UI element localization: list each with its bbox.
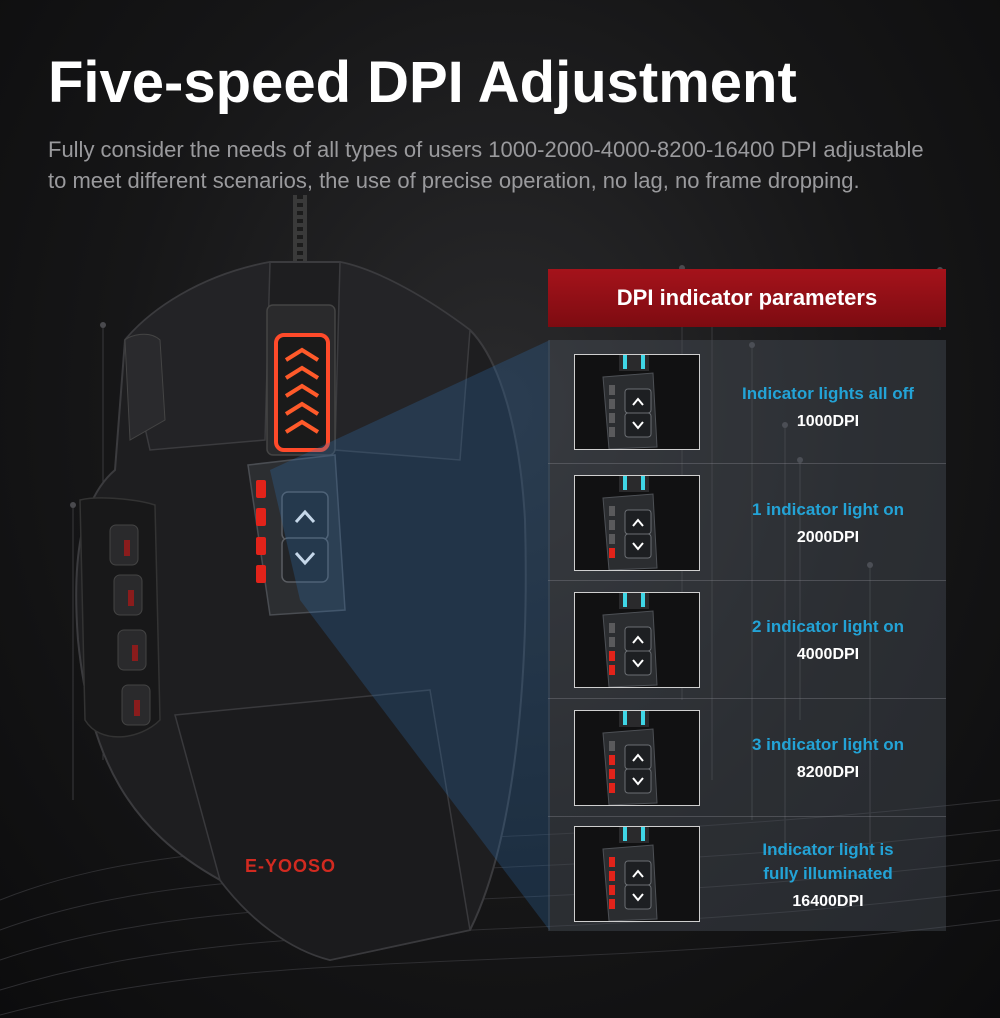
page-title: Five-speed DPI Adjustment: [48, 50, 797, 115]
dpi-row: Indicator light is fully illuminated 1640…: [548, 816, 946, 931]
up-arrow-icon: [632, 635, 644, 644]
indicator-description: 3 indicator light on: [751, 735, 905, 754]
dpi-row: 2 indicator light on 4000DPI: [548, 580, 946, 699]
dpi-indicator-thumbnail: [574, 475, 700, 571]
dpi-row-text: 3 indicator light on 8200DPI: [718, 733, 938, 782]
down-arrow-icon: [632, 542, 644, 551]
up-arrow-icon: [632, 518, 644, 527]
up-arrow-icon: [632, 869, 644, 878]
dpi-row: 3 indicator light on 8200DPI: [548, 698, 946, 817]
up-arrow-icon: [632, 753, 644, 762]
down-arrow-icon: [632, 659, 644, 668]
dpi-row: Indicator lights all off 1000DPI: [548, 340, 946, 464]
brand-logo: E-YOOSO: [245, 856, 336, 876]
dpi-indicator-thumbnail: [574, 826, 700, 922]
page-subtitle: Fully consider the needs of all types of…: [48, 137, 924, 193]
dpi-indicator-thumbnail: [574, 354, 700, 450]
mouse-illustration: E-YOOSO: [75, 195, 550, 962]
dpi-value: 2000DPI: [796, 529, 860, 546]
up-arrow-icon: [632, 397, 644, 406]
dpi-indicator-thumbnail: [574, 592, 700, 688]
panel-header: DPI indicator parameters: [548, 269, 946, 327]
down-arrow-icon: [632, 777, 644, 786]
panel-header-label: DPI indicator parameters: [616, 285, 878, 310]
dpi-row: 1 indicator light on 2000DPI: [548, 463, 946, 581]
dpi-row-text: Indicator light is fully illuminated 1640…: [718, 838, 938, 911]
dpi-indicator-panel: Indicator lights all off 1000DPI 1 indica…: [548, 340, 946, 931]
indicator-description: Indicator light is fully illuminated: [762, 840, 894, 883]
indicator-description: 1 indicator light on: [751, 500, 905, 519]
dpi-value: 16400DPI: [792, 893, 864, 910]
dpi-row-text: 2 indicator light on 4000DPI: [718, 615, 938, 664]
down-arrow-icon: [632, 893, 644, 902]
dpi-value: 1000DPI: [796, 413, 860, 430]
dpi-value: 8200DPI: [796, 764, 860, 781]
indicator-description: Indicator lights all off: [742, 384, 914, 403]
down-arrow-icon: [632, 421, 644, 430]
dpi-row-text: 1 indicator light on 2000DPI: [718, 498, 938, 547]
dpi-value: 4000DPI: [796, 646, 860, 663]
dpi-row-text: Indicator lights all off 1000DPI: [718, 382, 938, 431]
indicator-description: 2 indicator light on: [751, 617, 905, 636]
dpi-indicator-thumbnail: [574, 710, 700, 806]
